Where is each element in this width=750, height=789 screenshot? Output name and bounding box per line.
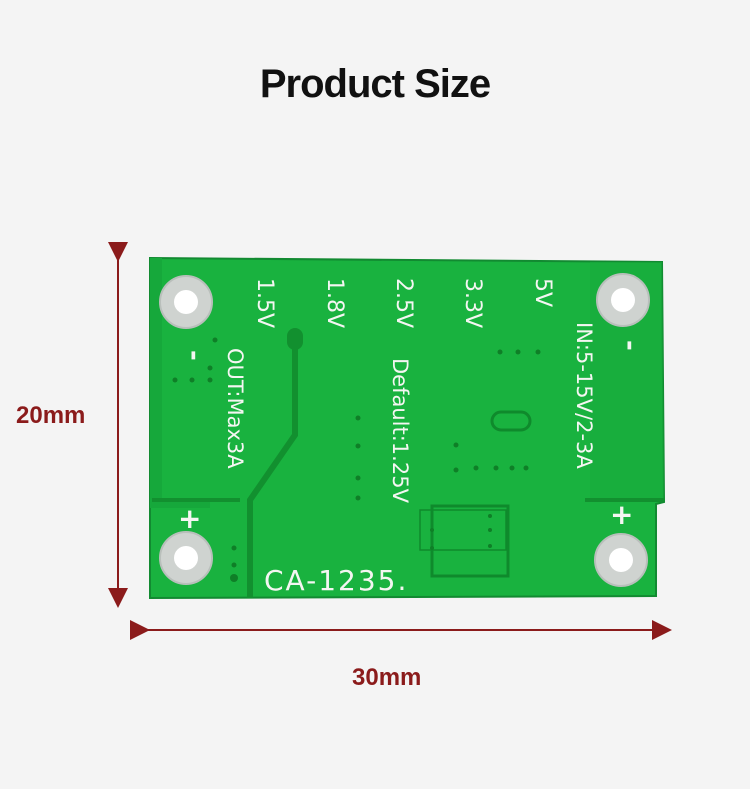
voltage-label-5: 5V xyxy=(530,278,555,307)
width-dimension-label: 30mm xyxy=(352,664,422,691)
page-title: Product Size xyxy=(259,62,491,106)
output-rating-label: OUT:Max3A xyxy=(223,348,247,469)
voltage-label-4: 3.3V xyxy=(460,278,485,328)
input-rating-label: IN:5-15V/2-3A xyxy=(572,322,596,469)
voltage-label-1: 1.5V xyxy=(252,278,277,328)
voltage-label-2: 1.8V xyxy=(322,278,347,328)
voltage-label-3: 2.5V xyxy=(391,278,416,328)
minus-sign-left: - xyxy=(179,350,209,361)
mounting-hole-top-right xyxy=(596,273,650,327)
minus-sign-right: - xyxy=(615,340,645,351)
default-voltage-label: Default:1.25V xyxy=(388,358,412,504)
height-dimension-label: 20mm xyxy=(16,402,86,429)
pcb-board: 1.5V 1.8V 2.5V 3.3V 5V OUT:Max3A Default… xyxy=(149,256,666,600)
plus-sign-left: + xyxy=(178,502,201,535)
mounting-hole-bottom-left xyxy=(159,531,213,585)
plus-sign-right: + xyxy=(610,498,633,531)
mounting-hole-top-left xyxy=(159,275,213,329)
mounting-hole-bottom-right xyxy=(594,533,648,587)
model-number: CA-1235. xyxy=(264,564,408,597)
